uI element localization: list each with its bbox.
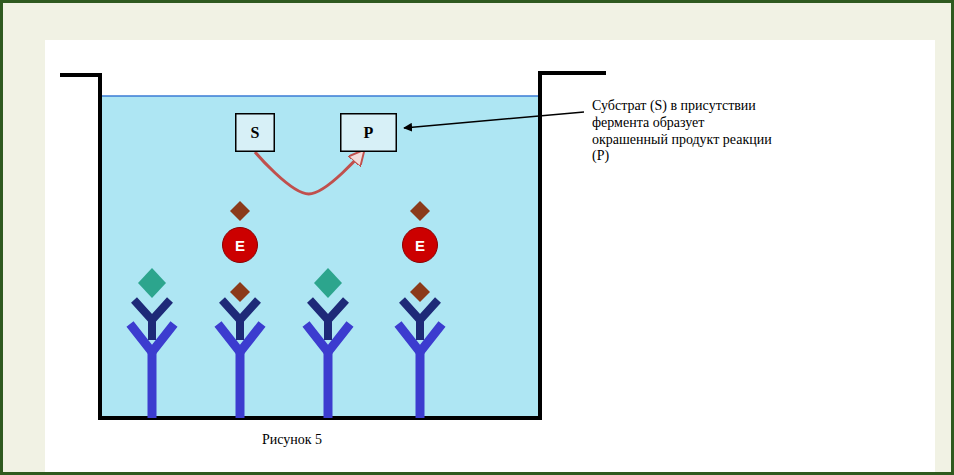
well-wall <box>60 73 606 418</box>
antigen-diamond <box>230 201 250 221</box>
antigen-diamond <box>410 282 430 302</box>
product-box: P <box>340 113 397 152</box>
antibody <box>218 300 262 418</box>
antibody <box>398 300 442 418</box>
figure-caption: Рисунок 5 <box>262 432 322 449</box>
node-text: E <box>415 237 425 254</box>
antigen-diamond <box>138 268 166 298</box>
liquid-surface <box>100 95 540 97</box>
well-liquid <box>100 96 540 418</box>
node-text: S <box>251 124 260 142</box>
node-text: E <box>235 237 245 254</box>
enzyme-circle: E <box>222 227 258 263</box>
antigen-diamond <box>314 268 342 298</box>
leader-arrow <box>404 112 584 128</box>
reaction-arrow <box>255 152 363 194</box>
antibodies <box>130 300 442 418</box>
white-panel <box>45 40 935 472</box>
enzyme-circle: E <box>402 227 438 263</box>
antigen-diamond <box>410 201 430 221</box>
callout-text: Субстрат (S) в присутствии фермента обра… <box>592 98 772 165</box>
antibody <box>130 300 174 418</box>
substrate-box: S <box>235 113 275 152</box>
antigen-diamond <box>230 282 250 302</box>
antibody <box>306 300 350 418</box>
node-text: P <box>364 124 374 142</box>
